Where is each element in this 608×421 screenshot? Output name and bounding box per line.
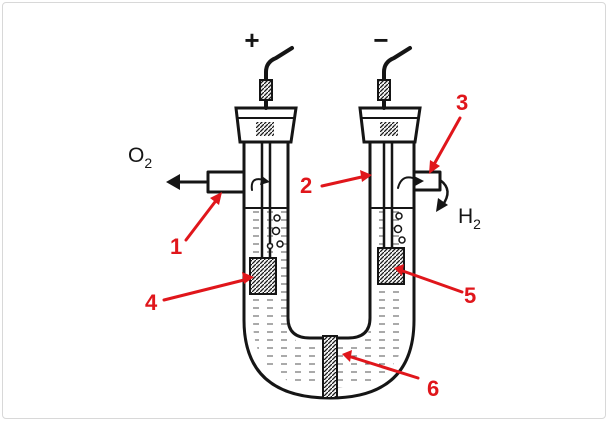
oxygen-label: O2 <box>128 144 152 171</box>
hydrogen-label: H2 <box>458 205 481 232</box>
callout-label-6: 6 <box>427 376 439 401</box>
callout-line-5 <box>394 264 464 294</box>
left-stopper <box>234 106 298 144</box>
callout-line-3 <box>429 116 462 174</box>
callout-label-3: 3 <box>456 90 468 115</box>
callout-label-4: 4 <box>145 290 158 315</box>
positive-terminal-sign: + <box>244 25 259 55</box>
hydrogen-outflow-arrow <box>436 178 449 212</box>
cathode-rod <box>382 140 394 252</box>
callout-label-5: 5 <box>464 283 476 308</box>
right-outlet-tube <box>397 170 442 192</box>
anode-rod <box>260 140 272 264</box>
callout-line-4 <box>162 272 254 302</box>
positive-lead-wire <box>259 46 294 110</box>
electrolyte-liquid <box>253 208 406 388</box>
negative-terminal-sign: − <box>373 25 388 55</box>
anode-plate <box>249 257 277 295</box>
left-outlet-tube <box>206 170 270 194</box>
callout-label-1: 1 <box>170 234 182 259</box>
gas-bubbles <box>266 212 406 250</box>
oxygen-outflow-arrow <box>166 174 208 190</box>
right-stopper <box>358 106 422 144</box>
callout-label-2: 2 <box>300 173 312 198</box>
callout-line-2 <box>320 170 372 188</box>
negative-lead-wire <box>377 46 412 110</box>
diaphragm <box>322 335 338 399</box>
callout-line-6 <box>342 350 420 380</box>
callout-line-1 <box>184 192 222 242</box>
